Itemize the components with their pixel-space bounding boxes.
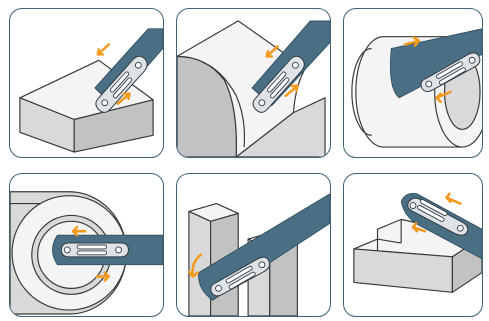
panel-flat-block	[9, 8, 164, 158]
belt-sander-tool	[52, 235, 162, 265]
panel-twin-posts	[176, 173, 331, 317]
curved-block-illustration	[177, 9, 330, 157]
cylinder-outer-illustration	[344, 9, 482, 157]
flat-block-illustration	[10, 9, 163, 157]
tube-inner-illustration	[10, 174, 163, 316]
panel-stepped-block	[343, 173, 483, 317]
stepped-block-front	[354, 249, 453, 292]
stepped-block-illustration	[344, 174, 482, 316]
twin-posts-illustration	[177, 174, 330, 316]
panel-curved-block	[176, 8, 331, 158]
panel-cylinder-outer	[343, 8, 483, 158]
panel-tube-inner	[9, 173, 164, 317]
post-left-side	[189, 211, 211, 316]
